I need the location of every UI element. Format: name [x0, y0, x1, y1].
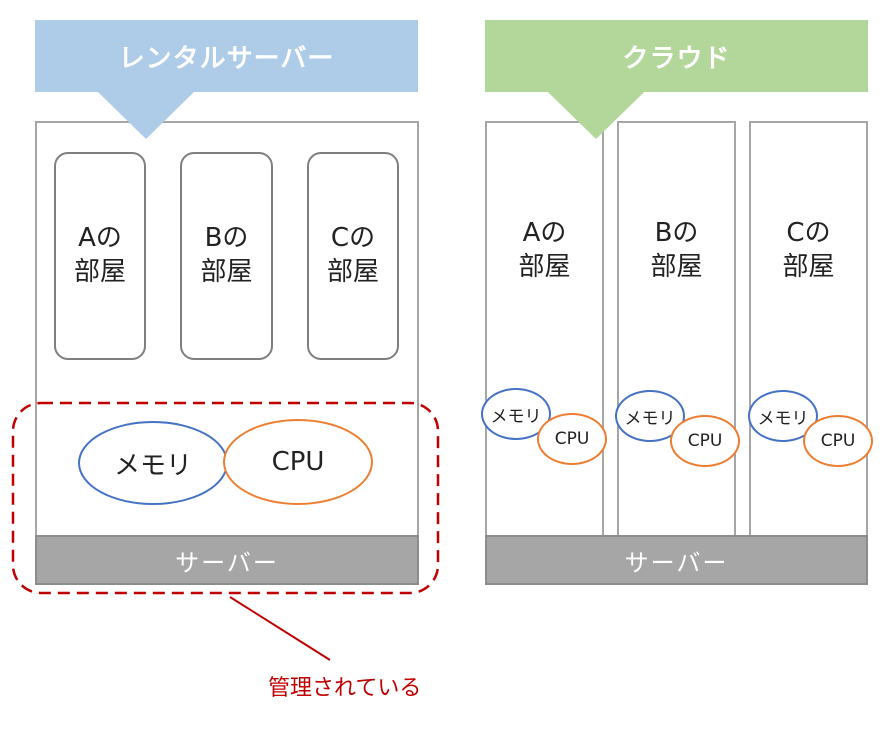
cloud-room-a-column	[485, 121, 604, 537]
cloud-room-a-text: Aの 部屋	[485, 216, 604, 285]
room-b-memory-label: メモリ	[624, 408, 676, 429]
cloud-server-label: サーバー	[624, 548, 729, 577]
room-c-memory-label: メモリ	[757, 408, 809, 429]
cloud-room-a-line1: Aの	[522, 218, 567, 248]
room-c-line2: 部屋	[326, 257, 379, 287]
cloud-room-b-line1: Bの	[654, 218, 699, 248]
room-c-line1: Cの	[330, 223, 376, 254]
cloud-title: クラウド	[485, 20, 868, 92]
cloud-room-a-line2: 部屋	[518, 252, 571, 283]
cloud-room-b-column	[617, 121, 736, 537]
room-a-cpu-label: CPU	[554, 429, 590, 449]
room-c-cpu-ellipse: CPU	[803, 415, 873, 467]
shared-cpu-label: CPU	[271, 447, 325, 477]
room-b-box: Bの 部屋	[180, 152, 273, 360]
cloud-room-b-text: Bの 部屋	[617, 216, 736, 285]
cloud-room-c-line2: 部屋	[782, 252, 835, 283]
room-b-cpu-ellipse: CPU	[670, 415, 740, 467]
room-a-line2: 部屋	[73, 257, 126, 287]
room-b-cpu-label: CPU	[687, 431, 723, 451]
rental-server-bar: サーバー	[35, 535, 419, 585]
room-c-cpu-label: CPU	[820, 431, 856, 451]
rental-server-label: サーバー	[175, 548, 279, 577]
cloud-room-c-text: Cの 部屋	[749, 216, 868, 285]
managed-note-label: 管理されている	[268, 676, 422, 701]
rental-server-title: レンタルサーバー	[35, 20, 418, 92]
cloud-room-b-line2: 部屋	[650, 252, 703, 283]
room-c-memory-ellipse: メモリ	[748, 390, 818, 442]
room-a-box: Aの 部屋	[54, 152, 146, 360]
shared-cpu-ellipse: CPU	[223, 419, 373, 505]
shared-memory-label: メモリ	[113, 450, 192, 481]
room-a-memory-label: メモリ	[490, 406, 542, 427]
room-a-cpu-ellipse: CPU	[537, 413, 607, 465]
room-b-line2: 部屋	[200, 257, 253, 287]
room-a-line1: Aの	[78, 223, 122, 254]
room-c-box: Cの 部屋	[307, 152, 399, 360]
cloud-server-bar: サーバー	[485, 535, 868, 585]
room-b-line1: Bの	[204, 223, 249, 254]
cloud-room-c-line1: Cの	[786, 218, 831, 248]
cloud-room-c-column	[749, 121, 868, 537]
